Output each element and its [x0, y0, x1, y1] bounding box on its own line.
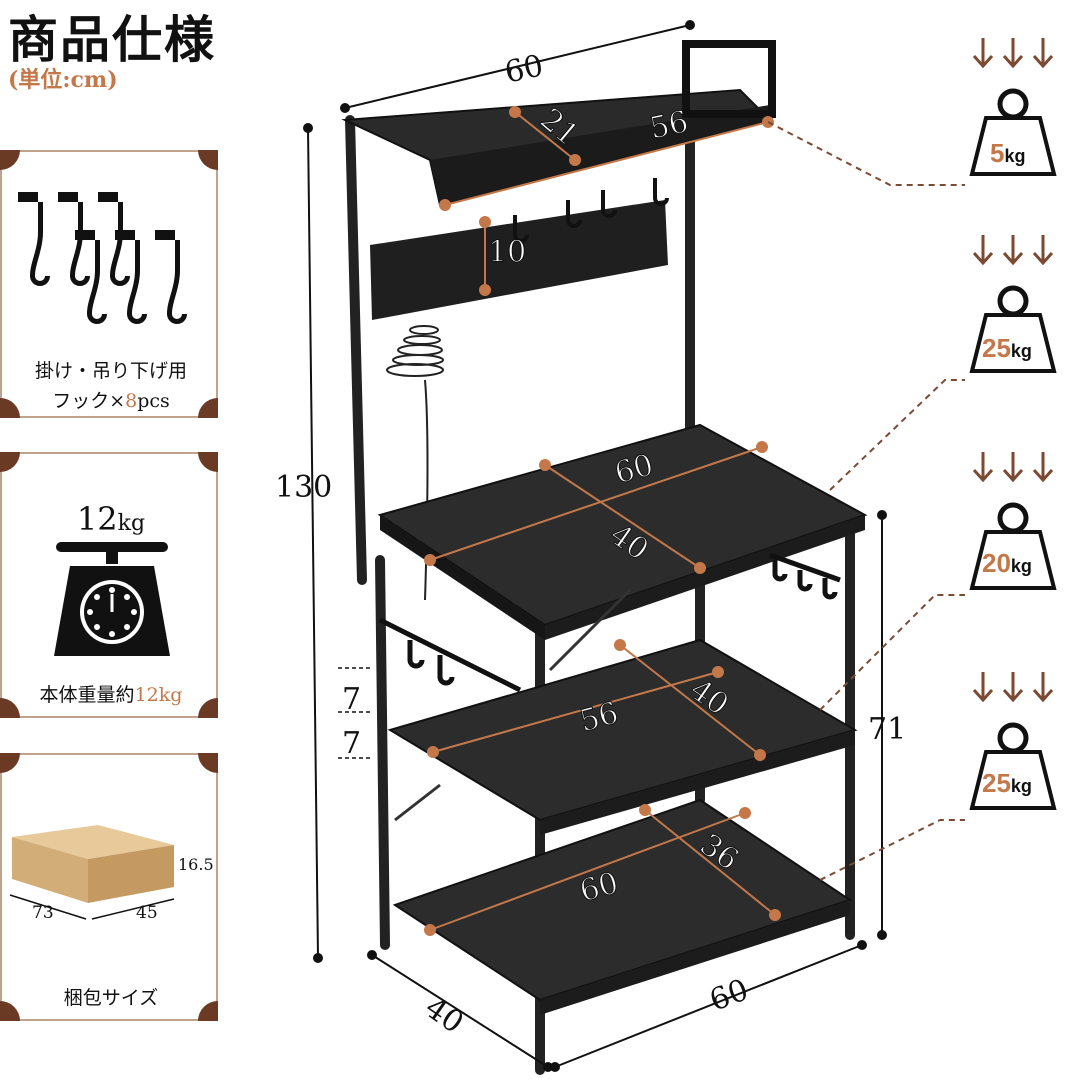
weight-label: 本体重量約12kg — [39, 684, 183, 706]
lower-shelf — [387, 638, 858, 822]
weight-badge-bottom — [968, 672, 1058, 810]
load-weight-icon — [969, 38, 1057, 176]
weight-value-top: 5kg — [990, 138, 1026, 168]
weight-badge-lower — [968, 452, 1058, 590]
box-icon — [9, 825, 175, 920]
package-card: 16.5 73 45 梱包サイズ — [0, 753, 218, 1021]
box-height: 16.5 — [178, 855, 214, 874]
box-width: 73 — [32, 903, 54, 923]
weight-value: 12kg — [76, 500, 146, 538]
dim-total-height: 130 — [275, 470, 333, 505]
dim-gap-2: 7 — [342, 726, 362, 761]
hooks-label-line2: フック×8pcs — [52, 390, 170, 412]
load-weight-icon — [969, 235, 1057, 373]
load-weight-icon — [969, 452, 1057, 590]
weight-value-lower: 20kg — [982, 548, 1032, 578]
dim-lower-height: 71 — [868, 712, 907, 747]
weight-badge-middle — [968, 235, 1058, 373]
hooks-card: 掛け・吊り下げ用 フック×8pcs — [0, 150, 218, 418]
package-label: 梱包サイズ — [63, 987, 159, 1009]
scale-icon — [54, 542, 170, 656]
hooks-label-line1: 掛け・吊り下げ用 — [34, 360, 187, 382]
bottom-shelf — [392, 798, 853, 1002]
dim-gap-1: 7 — [342, 682, 362, 717]
weight-card: 12kg 本体重量約12kg — [0, 452, 218, 718]
hooks-icon — [18, 192, 187, 324]
load-weight-icon — [969, 672, 1057, 810]
page-title: 商品仕様 — [8, 10, 216, 69]
dim-hook-bar-height: 10 — [487, 235, 527, 271]
weight-value-bottom: 25kg — [982, 768, 1032, 798]
weight-badge-top — [968, 38, 1058, 176]
weight-value-middle: 25kg — [982, 333, 1032, 363]
hook-bar — [370, 200, 668, 320]
box-depth: 45 — [136, 903, 158, 923]
unit-label: (単位:cm) — [8, 67, 118, 93]
